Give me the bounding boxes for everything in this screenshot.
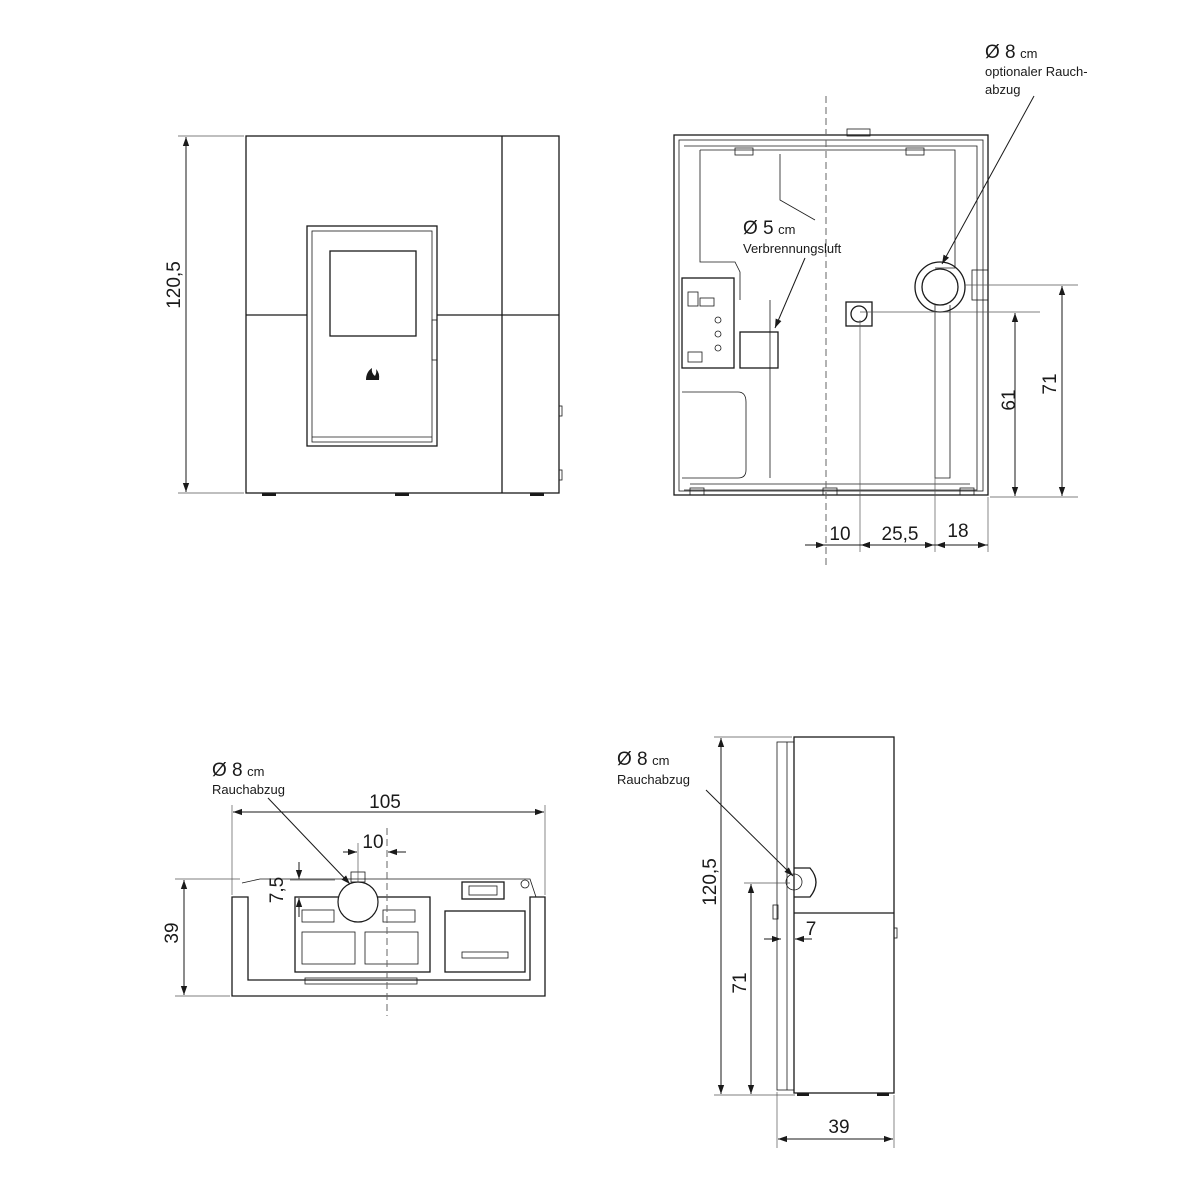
top-depth-label: 39 bbox=[162, 922, 183, 943]
side-view: Ø 8 cm Rauchabzug 120,5 71 7 39 bbox=[617, 736, 898, 1148]
side-foot-front bbox=[877, 1093, 889, 1096]
top-slot-2 bbox=[382, 909, 416, 923]
side-height-label: 120,5 bbox=[700, 858, 721, 906]
rear-terminal-3 bbox=[714, 344, 722, 352]
rear-foot-1 bbox=[689, 487, 705, 496]
front-height-label: 120,5 bbox=[164, 261, 185, 309]
flame-logo-icon bbox=[366, 368, 380, 380]
front-side-knob-top bbox=[558, 405, 563, 417]
top-rear-edge bbox=[241, 878, 537, 898]
top-flue-leader bbox=[267, 797, 351, 885]
rear-air-note: Verbrennungsluft bbox=[743, 241, 842, 256]
rear-junction-box bbox=[739, 331, 779, 369]
top-width-label: 105 bbox=[369, 792, 401, 813]
top-view: 105 10 39 7,5 Ø 8 cm Rauchabzug bbox=[162, 760, 546, 1016]
side-depth-label: 39 bbox=[828, 1117, 849, 1138]
rear-air-label: Ø 5 cm bbox=[743, 218, 795, 239]
side-flue-depth-label: 7 bbox=[806, 919, 817, 940]
top-slot-1 bbox=[301, 909, 335, 923]
top-right-chamber bbox=[444, 910, 526, 973]
top-panel-1 bbox=[301, 931, 356, 965]
side-flue-height-label: 71 bbox=[730, 972, 751, 993]
front-foot-right bbox=[530, 493, 544, 496]
top-outer-frame bbox=[231, 896, 546, 997]
rear-top-bracket bbox=[846, 128, 871, 137]
front-foot-left bbox=[262, 493, 276, 496]
side-flue-note: Rauchabzug bbox=[617, 772, 690, 787]
rear-dim-61-label: 61 bbox=[999, 389, 1020, 410]
rear-connector-1 bbox=[687, 291, 699, 307]
rear-flue-note-2: abzug bbox=[985, 82, 1020, 97]
rear-air-inlet-frame bbox=[845, 301, 873, 327]
rear-air-inlet-hole bbox=[850, 305, 868, 323]
front-side-knob-bottom bbox=[558, 469, 563, 481]
top-handle bbox=[461, 951, 509, 959]
rear-dim-71-label: 71 bbox=[1040, 373, 1061, 394]
top-knob bbox=[520, 879, 530, 889]
rear-power-socket bbox=[687, 351, 703, 363]
rear-flue-note-1: optionaler Rauch- bbox=[985, 64, 1088, 79]
rear-terminal-2 bbox=[714, 330, 722, 338]
rear-flue-leader bbox=[941, 95, 1035, 265]
rear-terminal-1 bbox=[714, 316, 722, 324]
rear-dim-25-label: 25,5 bbox=[882, 524, 919, 545]
side-flue-ring bbox=[785, 873, 803, 891]
rear-flue-duct bbox=[934, 305, 951, 479]
rear-clip-2 bbox=[905, 147, 925, 156]
top-panel-2 bbox=[364, 931, 419, 965]
rear-control-board bbox=[681, 277, 735, 369]
rear-flue-inner-ring bbox=[921, 268, 959, 306]
front-foot-center bbox=[395, 493, 409, 496]
front-view: 120,5 bbox=[164, 135, 563, 496]
top-display-box bbox=[461, 881, 505, 900]
rear-body-outline bbox=[673, 134, 989, 496]
rear-lower-tank bbox=[682, 391, 747, 479]
rear-air-leader bbox=[774, 257, 806, 329]
side-rear-bracket bbox=[772, 904, 779, 920]
rear-flue-label: Ø 8 cm bbox=[985, 42, 1037, 63]
rear-dim-10-label: 10 bbox=[829, 524, 850, 545]
rear-dim-18-label: 18 bbox=[947, 521, 968, 542]
top-front-rail bbox=[304, 977, 418, 985]
top-flue-ring bbox=[337, 881, 379, 923]
door-glass-window bbox=[329, 250, 417, 337]
rear-frame-line bbox=[684, 145, 978, 491]
rear-inner-panel bbox=[779, 154, 816, 221]
side-rear-profile bbox=[776, 741, 795, 1091]
side-flue-stub bbox=[794, 867, 817, 898]
rear-foot-2 bbox=[822, 487, 838, 496]
door-hinge bbox=[431, 319, 438, 361]
rear-inner-outline bbox=[678, 139, 984, 492]
top-flue-note: Rauchabzug bbox=[212, 782, 285, 797]
side-flue-label: Ø 8 cm bbox=[617, 749, 669, 770]
side-foot-rear bbox=[797, 1093, 809, 1096]
top-flue-offset-label: 7,5 bbox=[267, 877, 288, 903]
rear-foot-3 bbox=[959, 487, 975, 496]
rear-connector-2 bbox=[699, 297, 715, 307]
top-flue-label: Ø 8 cm bbox=[212, 760, 264, 781]
rear-upper-cover bbox=[699, 149, 956, 300]
top-display-screen bbox=[468, 885, 498, 896]
rear-clip-1 bbox=[734, 147, 754, 156]
side-body-outline bbox=[793, 736, 895, 1094]
top-offset-label: 10 bbox=[362, 832, 383, 853]
side-front-knob bbox=[893, 927, 898, 939]
rear-view: Ø 8 cm optionaler Rauch- abzug Ø 5 cm Ve… bbox=[673, 42, 1088, 566]
